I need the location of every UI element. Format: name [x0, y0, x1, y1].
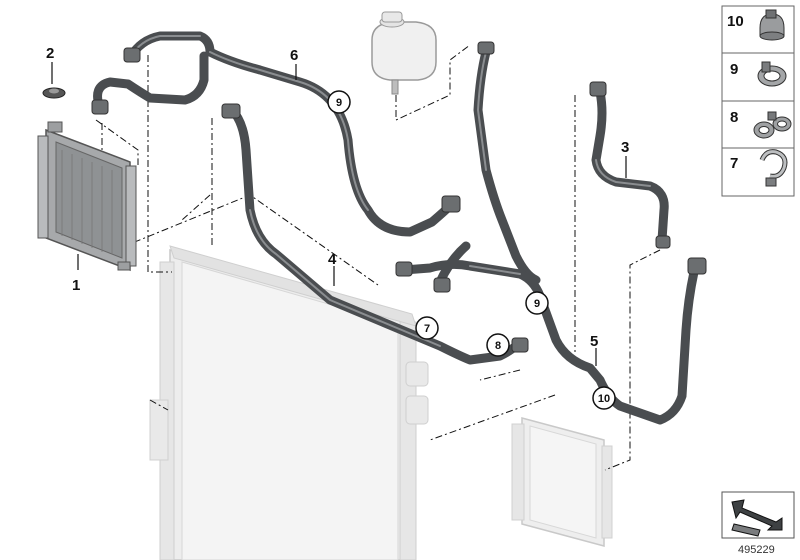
expansion-tank [371, 11, 437, 95]
main-radiator [149, 245, 429, 560]
small-cooler [37, 121, 137, 272]
callout-1: 1 [72, 277, 80, 294]
svg-text:10: 10 [598, 393, 610, 405]
circled-callout-9-upper: 9 [327, 90, 351, 114]
svg-text:8: 8 [730, 109, 738, 126]
callout-5: 5 [590, 333, 598, 350]
seal-ring [42, 87, 66, 99]
arrow-icon [731, 499, 783, 531]
hose-item-3 [589, 81, 671, 249]
svg-text:9: 9 [534, 298, 540, 310]
legend-item-8: 8 [730, 109, 792, 139]
orientation-symbol [721, 491, 795, 539]
legend-panel: 10 9 8 7 [721, 5, 795, 197]
circled-callout-9-lower: 9 [525, 291, 549, 315]
clamp-8-icon [753, 111, 792, 139]
hose-tank-to-center [473, 41, 541, 285]
clamp-10-icon [759, 9, 785, 41]
legend-item-9: 9 [730, 61, 787, 87]
callout-2: 2 [46, 45, 54, 62]
auxiliary-radiator-right [511, 417, 613, 547]
callout-6: 6 [290, 47, 298, 64]
circled-callout-8: 8 [486, 333, 510, 357]
svg-text:9: 9 [336, 97, 342, 109]
svg-text:7: 7 [730, 155, 738, 172]
diagram-id: 495229 [738, 544, 775, 556]
callout-3: 3 [621, 139, 629, 156]
svg-text:10: 10 [727, 13, 744, 30]
leader-lines [51, 62, 627, 366]
circled-callout-10: 10 [592, 386, 616, 410]
svg-text:9: 9 [730, 61, 738, 78]
legend-item-10: 10 [727, 9, 785, 41]
assembly-lines [62, 44, 661, 471]
svg-text:7: 7 [424, 323, 430, 335]
callout-4: 4 [328, 251, 337, 268]
clamp-9-icon [757, 61, 787, 87]
svg-text:8: 8 [495, 340, 501, 352]
clamp-7-icon [759, 149, 788, 187]
circled-callout-7: 7 [415, 316, 439, 340]
legend-item-7: 7 [730, 149, 788, 187]
hose-upper-left [91, 31, 215, 115]
hose-center-junction [395, 241, 707, 425]
